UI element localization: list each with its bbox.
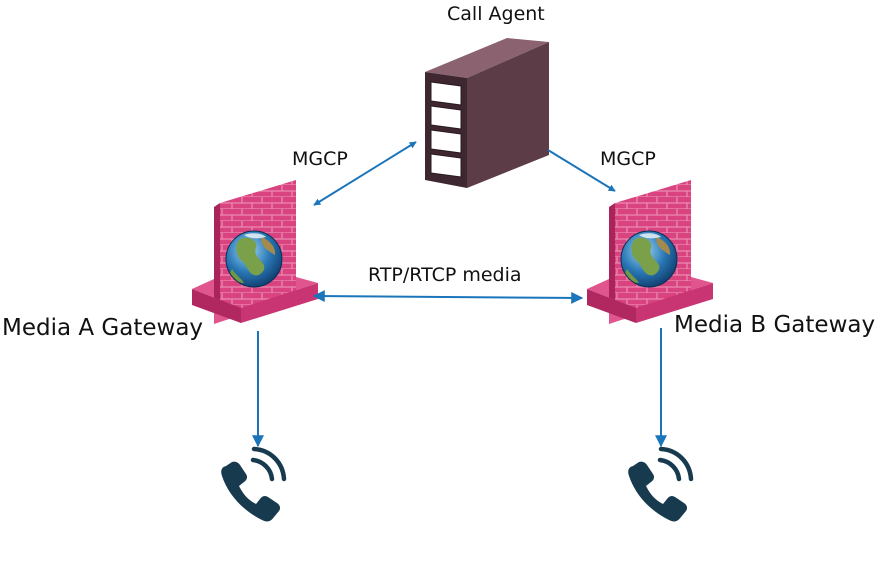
mgcp-right-label: MGCP (600, 148, 656, 170)
phone-b-icon (628, 449, 691, 521)
gateway-b-icon (586, 179, 714, 325)
gateway-a-icon (191, 179, 319, 325)
media-label: RTP/RTCP media (368, 264, 522, 286)
mgcp-left-label: MGCP (292, 148, 348, 170)
media-arrow (312, 290, 584, 304)
mgcp-arrow-left (313, 141, 417, 206)
phone-a-icon (221, 449, 284, 521)
gateway-b-label: Media B Gateway (674, 312, 876, 338)
gateway-a-label: Media A Gateway (2, 315, 204, 341)
server-icon (425, 38, 549, 188)
call-agent-label: Call Agent (447, 3, 545, 25)
mgcp-arrow-right (547, 149, 616, 192)
